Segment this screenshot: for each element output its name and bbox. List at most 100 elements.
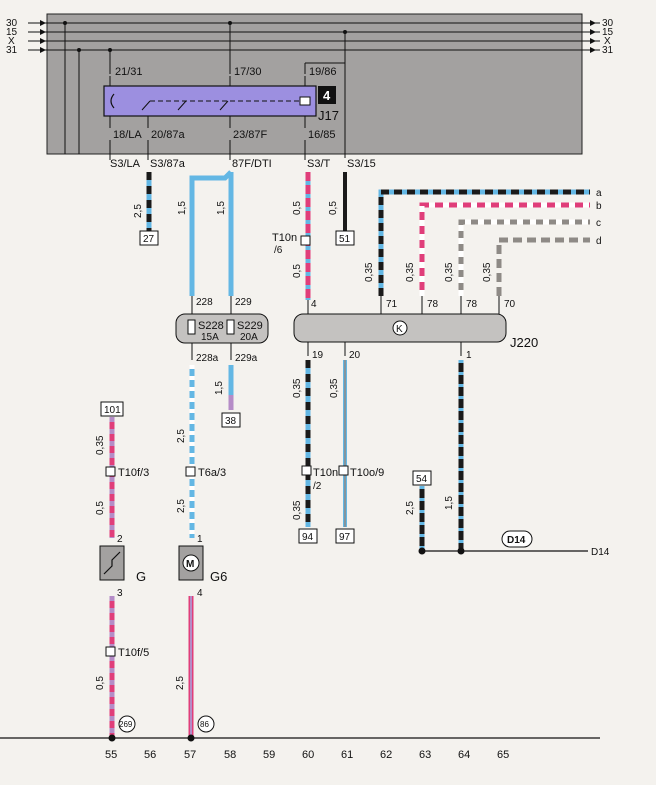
fuse-s228-icon [187,319,196,335]
rail-drops [64,23,346,158]
wire-size-label: 1,5 [216,201,227,215]
wire-a [378,189,590,296]
wire-size-label: 0,5 [292,201,303,215]
wire-d [496,237,590,296]
junction-dot [457,547,465,555]
wire-size-label: 0,35 [444,262,455,282]
column-number: 63 [419,749,431,761]
relay-number: 4 [323,88,331,103]
connector-t10n-6-b: /6 [274,245,283,256]
junction-dot [187,734,195,742]
wire-size-label: 1,5 [214,381,225,395]
connector-icon [105,646,116,657]
column-number: 60 [302,749,314,761]
column-number: 56 [144,749,156,761]
relay-coil-symbol [110,93,115,109]
legend-a: a [596,188,602,199]
relay-pin-18-la: 18/LA [113,129,142,141]
fuse-s228: S228 [198,320,224,332]
relay-pin-21-31: 21/31 [115,66,143,78]
connector-t10n-2-a: T10n [313,467,338,479]
fuse-s229: S229 [237,320,263,332]
relay-pin-19-86: 19/86 [309,66,337,78]
module-bottom-stubs [307,342,462,356]
fuse-s229-amp: 20A [240,332,258,343]
junction-dot [418,547,426,555]
column-number: 58 [224,749,236,761]
column-numbers: 55 56 57 58 59 60 61 62 63 64 65 [105,749,509,761]
ref-circle-86 [197,715,215,733]
fuse-pin-228: 228 [196,297,213,308]
rail-label-15-left: 15 [6,27,18,38]
module-pin-78b: 78 [466,299,478,310]
wire-size-label: 0,5 [292,264,303,278]
junction-dot [108,734,116,742]
sensor-g-icon [103,551,121,575]
column-number: 59 [263,749,275,761]
column-number: 57 [184,749,196,761]
wire-size-label: 0,35 [95,435,106,455]
connector-t10n-2-b: /2 [313,481,322,492]
relay-output-s3-t: S3/T [307,158,331,170]
connector-t10o-9: T10o/9 [350,467,384,479]
legend-d: d [596,236,602,247]
ref-38: 38 [225,416,237,427]
wire-size-label: 1,5 [177,201,188,215]
ref-27: 27 [143,234,155,245]
module-pin-4: 4 [311,299,317,310]
wire-size-label: 0,5 [95,676,106,690]
connector-icon [338,465,349,476]
module-pin-78a: 78 [427,299,439,310]
wire-size-label: 0,35 [329,378,340,398]
module-pin-19: 19 [312,350,324,361]
rail-label-15-right: 15 [602,27,614,38]
rail-label-x-right: X [604,36,611,47]
fuse-pin-stubs [191,296,232,360]
rail-label-31-left: 31 [6,45,18,56]
g6-pin-4: 4 [197,588,203,599]
ground-ref-d14-badge [501,530,533,548]
column-number: 62 [380,749,392,761]
ref-box-27 [139,230,159,246]
connector-t6a-3: T6a/3 [198,467,226,479]
relay-pin-17-30: 17/30 [234,66,262,78]
wire-size-label: 2,5 [176,499,187,513]
relay-pin-16-85: 16/85 [308,129,336,141]
wire-size-label: 2,5 [175,676,186,690]
ref-269: 269 [119,720,133,729]
rail-label-31-right: 31 [602,45,614,56]
legend-c: c [596,218,601,229]
relay-housing [46,13,583,155]
fuse-pin-228a: 228a [196,353,219,364]
column-number: 64 [458,749,470,761]
relay-output-stubs [109,140,306,160]
module-name: J220 [510,335,538,350]
wire-size-label: 0,35 [292,378,303,398]
relay-coil-box [299,96,311,106]
ref-box-51 [335,230,355,246]
wire-87f-to-fuses [189,170,234,296]
fuse-holder [175,313,269,344]
wire-size-label: 0,35 [292,500,303,520]
wire-size-label: 1,5 [444,496,455,510]
wire-size-label: 0,35 [482,262,493,282]
connector-icon [185,466,196,477]
fuse-s229-icon [226,319,235,335]
relay-pin-23-87f: 23/87F [233,129,268,141]
ref-box-101 [100,401,124,417]
ref-51: 51 [339,234,351,245]
ref-86: 86 [200,720,209,729]
rail-arrows-right [590,20,596,53]
wire-b [419,202,590,296]
legend-b: b [596,201,602,212]
fuse-pin-229a: 229a [235,353,258,364]
connector-icon [300,235,311,246]
relay-number-box [318,86,336,104]
ref-94: 94 [302,532,314,543]
ref-box-97 [335,528,355,544]
wire-size-label: 2,5 [133,204,144,218]
module-pin-71: 71 [386,299,398,310]
ref-box-54 [412,470,432,486]
module-symbol-icon [392,320,408,336]
wire-size-label: 0,35 [364,262,375,282]
